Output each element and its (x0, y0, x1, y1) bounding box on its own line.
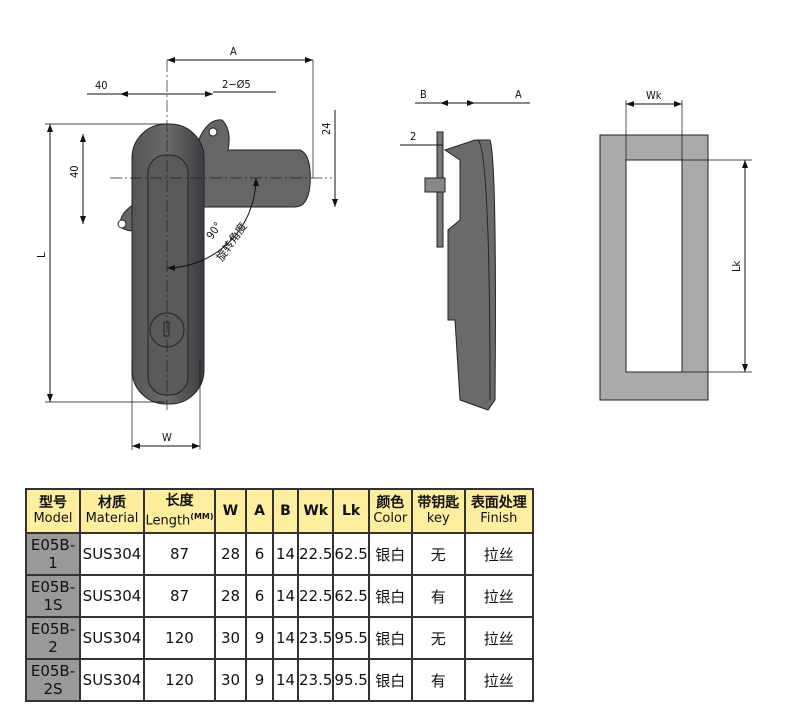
cell-model: E05B-2S (25, 658, 81, 702)
cell-finish: 拉丝 (463, 616, 534, 660)
cell-finish: 拉丝 (463, 532, 534, 576)
cell-material: SUS304 (79, 574, 145, 618)
cell-color: 银白 (367, 616, 413, 660)
header-b: B (272, 488, 299, 534)
cell-material: SUS304 (79, 658, 145, 702)
cell-length: 120 (143, 658, 216, 702)
cell-key: 无 (410, 532, 466, 576)
angle-label: 90° (204, 220, 225, 242)
side-view: B A 2 (400, 88, 530, 411)
cell-wk: 22.5 (296, 532, 335, 576)
cell-color: 银白 (367, 574, 413, 618)
cell-color: 银白 (367, 658, 413, 702)
cell-model: E05B-1S (25, 574, 81, 618)
dim-24-label: 24 (320, 122, 333, 135)
cell-material: SUS304 (79, 616, 145, 660)
cell-wk: 22.5 (296, 574, 335, 618)
cell-w: 28 (214, 574, 247, 618)
front-view: A 40 2−Ø5 24 40 L W 90° 旋转角度 (35, 45, 338, 450)
cell-lk: 62.5 (332, 532, 370, 576)
dim-wk-label: Wk (646, 89, 662, 102)
header-w: W (214, 488, 247, 534)
cell-w: 30 (214, 616, 247, 660)
cell-a: 9 (245, 658, 274, 702)
cell-w: 28 (214, 532, 247, 576)
cell-b: 14 (272, 532, 299, 576)
technical-drawing: A 40 2−Ø5 24 40 L W 90° 旋转角度 B A 2 (35, 45, 752, 450)
cell-a: 6 (245, 574, 274, 618)
cell-b: 14 (272, 574, 299, 618)
cell-w: 30 (214, 658, 247, 702)
cell-b: 14 (272, 616, 299, 660)
cell-a: 9 (245, 616, 274, 660)
dim-a-label: A (230, 45, 237, 58)
cell-model: E05B-1 (25, 532, 81, 576)
dim-40-side-label: 40 (68, 165, 81, 178)
side-dim-a-label: A (515, 88, 522, 101)
dim-w-label: W (162, 431, 172, 444)
cell-lk: 95.5 (332, 658, 370, 702)
header-a: A (245, 488, 274, 534)
cell-finish: 拉丝 (463, 574, 534, 618)
cell-key: 有 (410, 574, 466, 618)
cell-length: 87 (143, 574, 216, 618)
cell-key: 有 (410, 658, 466, 702)
cell-a: 6 (245, 532, 274, 576)
cell-key: 无 (410, 616, 466, 660)
cell-model: E05B-2 (25, 616, 81, 660)
dim-40-top-label: 40 (95, 79, 108, 92)
header-wk: Wk (296, 488, 335, 534)
cell-length: 120 (143, 616, 216, 660)
cutout-view: Wk Lk (599, 89, 752, 401)
side-dim-2-label: 2 (410, 130, 416, 143)
cell-b: 14 (272, 658, 299, 702)
cell-finish: 拉丝 (463, 658, 534, 702)
dim-l-label: L (35, 252, 48, 258)
cell-color: 银白 (367, 532, 413, 576)
cell-wk: 23.5 (296, 658, 335, 702)
dim-hole-label: 2−Ø5 (222, 78, 251, 91)
cell-length: 87 (143, 532, 216, 576)
cell-lk: 62.5 (332, 574, 370, 618)
cell-material: SUS304 (79, 532, 145, 576)
dim-lk-label: Lk (730, 260, 743, 272)
side-dim-b-label: B (420, 88, 427, 101)
cell-wk: 23.5 (296, 616, 335, 660)
header-lk: Lk (332, 488, 370, 534)
cell-lk: 95.5 (332, 616, 370, 660)
